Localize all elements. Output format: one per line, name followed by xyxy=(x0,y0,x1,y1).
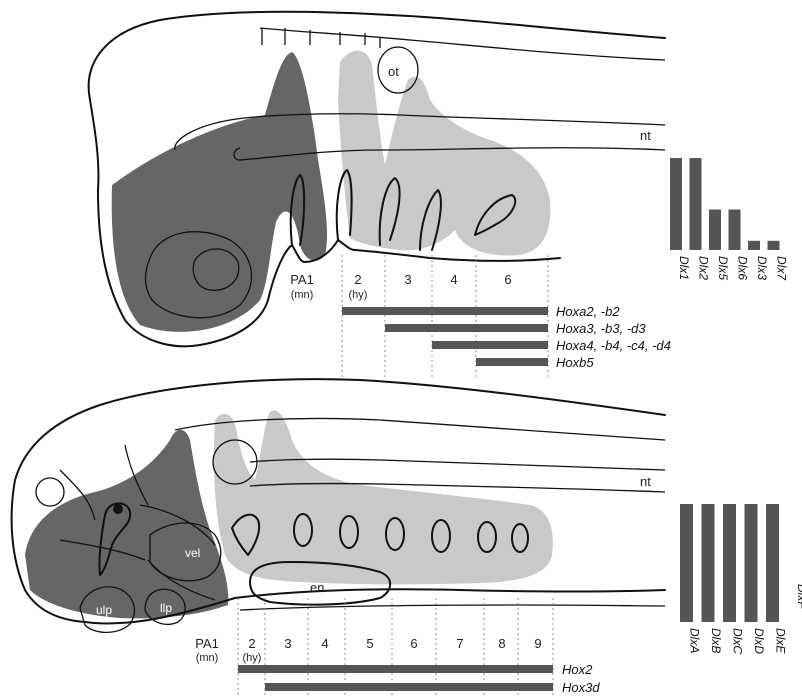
arch-number: 7 xyxy=(456,636,463,651)
dlx-label: Dlx5 xyxy=(716,256,730,280)
hox-bar xyxy=(476,358,548,366)
arch-number: 3 xyxy=(404,272,411,287)
bottom-arch-labels: PA1(mn) 2(hy) 3 4 5 6 7 8 9 xyxy=(195,636,541,664)
bottom-dlx-chart: DlxA DlxB DlxC DlxD DlxE DlxF xyxy=(680,504,802,654)
hox-bar xyxy=(238,665,553,673)
arch-subscript: (mn) xyxy=(291,289,314,301)
top-dlx-chart: Dlx1 Dlx2 Dlx5 Dlx6 Dlx3 Dlx7 xyxy=(670,158,789,281)
dlx-label: Dlx3 xyxy=(755,256,769,280)
top-brain-folds xyxy=(262,28,380,48)
arch-number: 6 xyxy=(504,272,511,287)
arch-number: 4 xyxy=(321,636,328,651)
arch-number: 5 xyxy=(366,636,373,651)
dlx-bar xyxy=(768,241,780,250)
hox-bar xyxy=(265,683,553,691)
bottom-nt-label: nt xyxy=(640,474,651,489)
top-nt-label: nt xyxy=(640,128,651,143)
bottom-embryo-diagram: nt vel en ulp llp xyxy=(12,379,665,632)
dlx-bar xyxy=(690,158,702,250)
dlx-label: Dlx6 xyxy=(736,256,750,280)
hox-label: Hox3d xyxy=(562,680,600,695)
endostyle-label: en xyxy=(310,580,324,595)
bottom-eye-small xyxy=(36,478,64,506)
dlx-bar xyxy=(729,210,741,250)
arch-number: 3 xyxy=(284,636,291,651)
lower-lip-label: llp xyxy=(160,601,172,615)
dlx-label: DlxA xyxy=(688,628,702,653)
bottom-light-domain xyxy=(214,410,553,584)
bottom-embryo-dorsal-line xyxy=(175,418,665,440)
arch-number: PA1 xyxy=(290,272,314,287)
arch-number: 2 xyxy=(248,636,255,651)
arch-number: 9 xyxy=(534,636,541,651)
dlx-bar xyxy=(723,504,736,622)
bottom-otic-dot xyxy=(113,504,123,514)
upper-lip-label: ulp xyxy=(96,603,112,617)
dlx-label: Dlx1 xyxy=(677,256,691,280)
hox-label: Hoxa4, -b4, -c4, -d4 xyxy=(556,338,671,353)
arch-subscript: (mn) xyxy=(196,652,219,664)
dlx-label: DlxB xyxy=(709,628,723,653)
arch-number: 8 xyxy=(498,636,505,651)
dlx-bar xyxy=(680,504,693,622)
dlx-bar xyxy=(702,504,715,622)
arch-subscript: (hy) xyxy=(349,289,368,301)
arch-number: 6 xyxy=(410,636,417,651)
bottom-ventral-line-2 xyxy=(240,605,665,610)
dlx-label: DlxD xyxy=(752,628,766,654)
dlx-label: Dlx7 xyxy=(775,256,789,281)
dlx-label: DlxE xyxy=(774,628,788,654)
hox-bar xyxy=(432,341,548,349)
dlx-bar xyxy=(766,504,779,622)
dlx-bar xyxy=(670,158,682,250)
hox-label: Hoxb5 xyxy=(556,355,594,370)
dlx-bar xyxy=(709,210,721,250)
dlx-bar xyxy=(748,241,760,250)
dlx-bar xyxy=(745,504,758,622)
arch-subscript: (hy) xyxy=(243,652,262,664)
hox-label: Hoxa2, -b2 xyxy=(556,304,620,319)
top-ot-label: ot xyxy=(388,64,399,79)
arch-number: 2 xyxy=(354,272,361,287)
top-embryo-diagram: nt ot xyxy=(89,12,665,347)
arch-number: 4 xyxy=(450,272,457,287)
velum-label: vel xyxy=(185,546,200,560)
dlx-label: DlxF xyxy=(795,584,802,609)
top-light-domain xyxy=(338,51,550,256)
hox-label: Hox2 xyxy=(562,662,593,677)
dlx-label: DlxC xyxy=(731,628,745,654)
dlx-label: Dlx2 xyxy=(697,256,711,280)
arch-number: PA1 xyxy=(195,636,219,651)
hox-label: Hoxa3, -b3, -d3 xyxy=(556,321,646,336)
top-arch-labels: PA1 (mn) 2 (hy) 3 4 6 xyxy=(290,272,511,301)
hox-bar xyxy=(385,324,548,332)
hox-bar xyxy=(342,307,548,315)
